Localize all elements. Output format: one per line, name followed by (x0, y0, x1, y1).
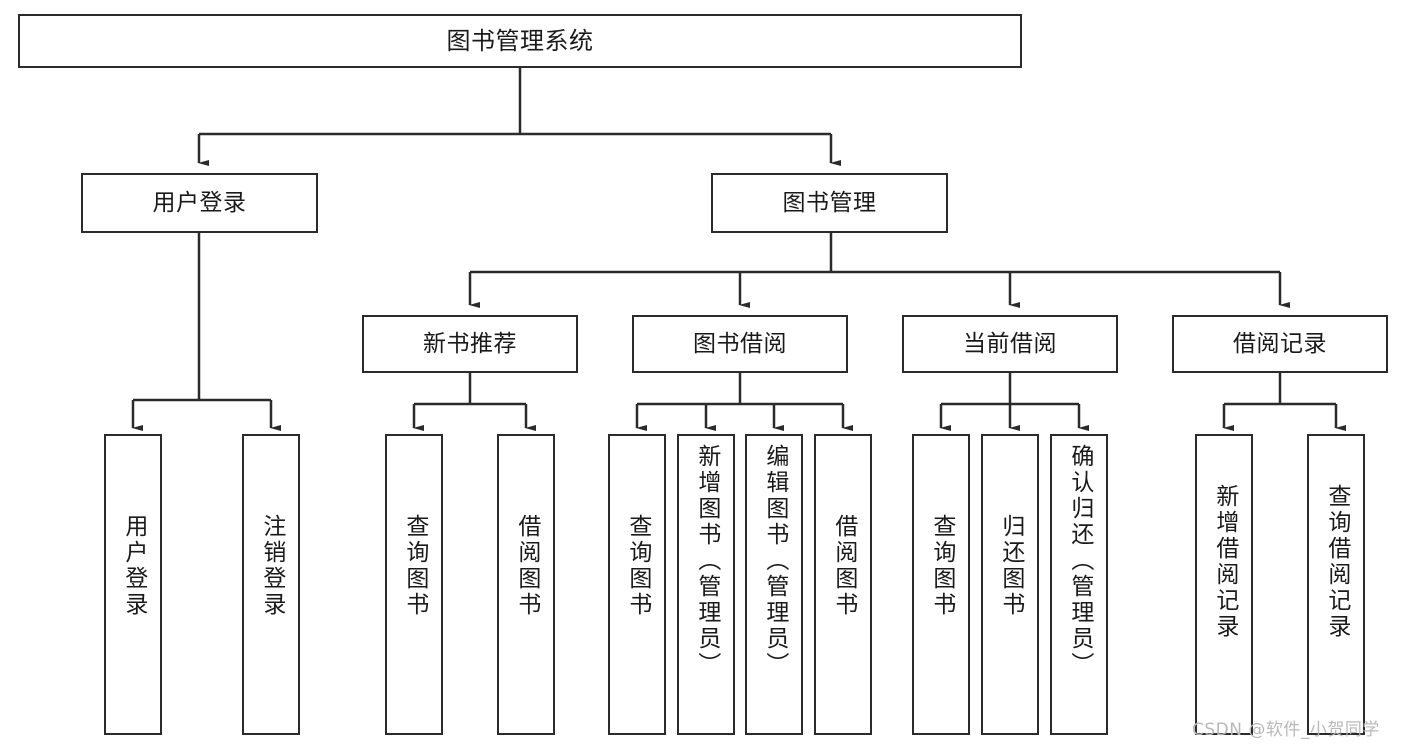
node-label: 图书借阅 (693, 330, 787, 357)
leaf-borrow-borrow-book[interactable]: 借阅图书 (814, 434, 872, 735)
node-label: 新增图书（管理员） (693, 444, 720, 678)
node-root-system[interactable]: 图书管理系统 (18, 14, 1022, 68)
node-current-borrow[interactable]: 当前借阅 (902, 315, 1118, 373)
node-label: 编辑图书（管理员） (761, 444, 788, 678)
node-new-book-recommend[interactable]: 新书推荐 (362, 315, 578, 373)
node-user-login[interactable]: 用户登录 (81, 173, 318, 233)
node-book-borrow[interactable]: 图书借阅 (632, 315, 848, 373)
leaf-borrow-query-book[interactable]: 查询图书 (608, 434, 666, 735)
node-label: 借阅图书 (830, 514, 857, 618)
leaf-user-login-signout[interactable]: 注销登录 (242, 434, 300, 735)
node-label: 用户登录 (120, 514, 147, 618)
node-book-management[interactable]: 图书管理 (711, 173, 948, 233)
leaf-new-book-query[interactable]: 查询图书 (385, 434, 443, 735)
node-label: 新增借阅记录 (1211, 484, 1238, 640)
node-label: 图书管理 (782, 189, 877, 216)
node-label: 借阅图书 (513, 514, 540, 618)
node-borrow-record[interactable]: 借阅记录 (1172, 315, 1388, 373)
node-label: 借阅记录 (1233, 330, 1327, 357)
node-label: 当前借阅 (963, 330, 1057, 357)
leaf-record-add[interactable]: 新增借阅记录 (1195, 434, 1253, 735)
node-label: 注销登录 (258, 514, 285, 618)
node-label: 确认归还（管理员） (1066, 444, 1093, 678)
leaf-record-query[interactable]: 查询借阅记录 (1307, 434, 1365, 735)
node-label: 归还图书 (997, 514, 1024, 618)
leaf-current-confirm-return-admin[interactable]: 确认归还（管理员） (1050, 434, 1108, 735)
node-label: 查询图书 (401, 514, 428, 618)
leaf-current-query-book[interactable]: 查询图书 (912, 434, 970, 735)
watermark-text: CSDN @软件_小贺同学 (1192, 720, 1380, 740)
leaf-borrow-edit-book-admin[interactable]: 编辑图书（管理员） (745, 434, 803, 735)
node-label: 用户登录 (152, 189, 247, 216)
leaf-user-login-signin[interactable]: 用户登录 (104, 434, 162, 735)
leaf-borrow-add-book-admin[interactable]: 新增图书（管理员） (677, 434, 735, 735)
leaf-new-book-borrow[interactable]: 借阅图书 (497, 434, 555, 735)
node-label: 查询借阅记录 (1323, 484, 1350, 640)
node-label: 新书推荐 (423, 330, 517, 357)
node-label: 查询图书 (624, 514, 651, 618)
node-label: 查询图书 (928, 514, 955, 618)
leaf-current-return-book[interactable]: 归还图书 (981, 434, 1039, 735)
node-label: 图书管理系统 (446, 27, 594, 55)
